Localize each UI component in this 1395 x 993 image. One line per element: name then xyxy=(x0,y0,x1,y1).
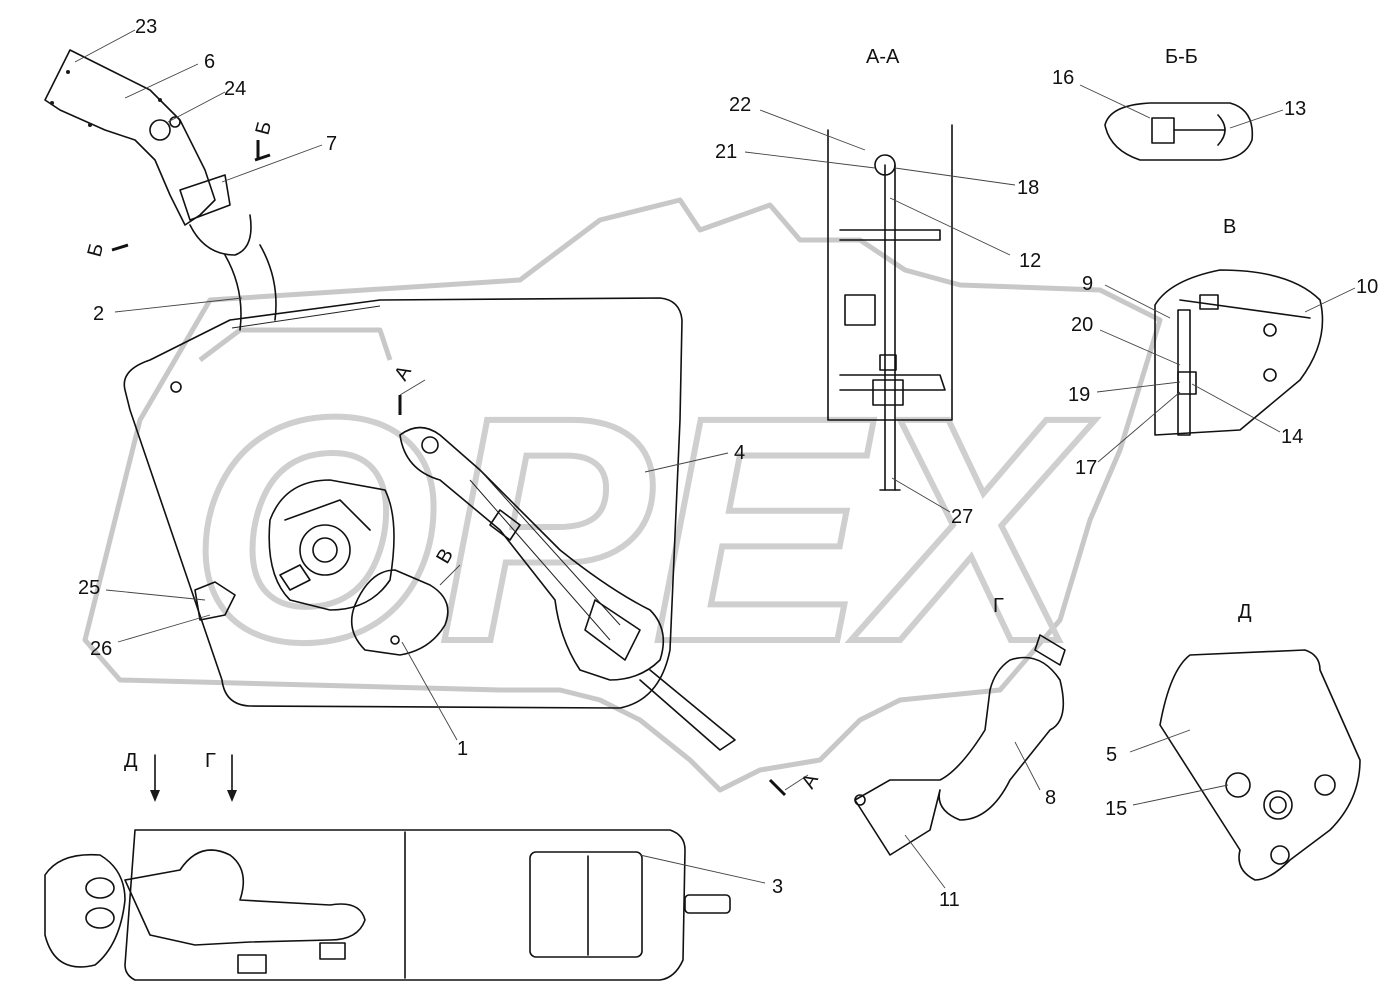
cut-mark-d-arrow: Д xyxy=(124,750,138,772)
section-bb xyxy=(1104,102,1254,161)
callout-24: 24 xyxy=(224,78,246,100)
label-view-g: Г xyxy=(993,595,1004,617)
callout-20: 20 xyxy=(1071,314,1093,336)
cut-mark-b-top: Б xyxy=(252,119,277,137)
cut-mark-b-left: Б xyxy=(84,241,109,259)
label-section-aa: А-А xyxy=(866,46,900,68)
callout-7: 7 xyxy=(326,133,337,155)
view-g xyxy=(854,634,1066,856)
callout-27: 27 xyxy=(951,506,973,528)
callout-8: 8 xyxy=(1045,787,1056,809)
callout-18: 18 xyxy=(1017,177,1039,199)
callout-13: 13 xyxy=(1284,98,1306,120)
callout-4: 4 xyxy=(734,442,745,464)
callout-23: 23 xyxy=(135,16,157,38)
label-section-bb: Б-Б xyxy=(1165,46,1198,68)
label-view-d: Д xyxy=(1238,601,1252,623)
callout-26: 26 xyxy=(90,638,112,660)
callout-15: 15 xyxy=(1105,798,1127,820)
bottom-view xyxy=(44,754,731,981)
callout-3: 3 xyxy=(772,876,783,898)
callout-5: 5 xyxy=(1106,744,1117,766)
callout-21: 21 xyxy=(715,141,737,163)
section-aa xyxy=(827,124,953,491)
cut-mark-a-bottom: А xyxy=(797,769,823,792)
main-assembly xyxy=(44,49,809,797)
callout-6: 6 xyxy=(204,51,215,73)
watermark-logo: OPEX xyxy=(82,197,1163,793)
callout-numbers: 23 6 24 7 2 4 25 26 1 3 22 21 18 12 27 1… xyxy=(78,16,1378,911)
callout-17: 17 xyxy=(1075,457,1097,479)
callout-16: 16 xyxy=(1052,67,1074,89)
callout-14: 14 xyxy=(1281,426,1303,448)
callout-9: 9 xyxy=(1082,273,1093,295)
leader-lines xyxy=(74,29,1356,889)
callout-1: 1 xyxy=(457,738,468,760)
callout-10: 10 xyxy=(1356,276,1378,298)
label-view-v: В xyxy=(1223,216,1236,238)
callout-19: 19 xyxy=(1068,384,1090,406)
cut-mark-g-arrow: Г xyxy=(205,750,216,772)
callout-11: 11 xyxy=(939,889,960,911)
callout-2: 2 xyxy=(93,303,104,325)
callout-12: 12 xyxy=(1019,250,1041,272)
callout-22: 22 xyxy=(729,94,751,116)
view-d xyxy=(1159,649,1361,881)
callout-25: 25 xyxy=(78,577,100,599)
section-labels: А-А Б-Б В Г Д xyxy=(866,46,1252,623)
view-v xyxy=(1154,269,1324,436)
watermark-text: OPEX xyxy=(190,350,1096,708)
